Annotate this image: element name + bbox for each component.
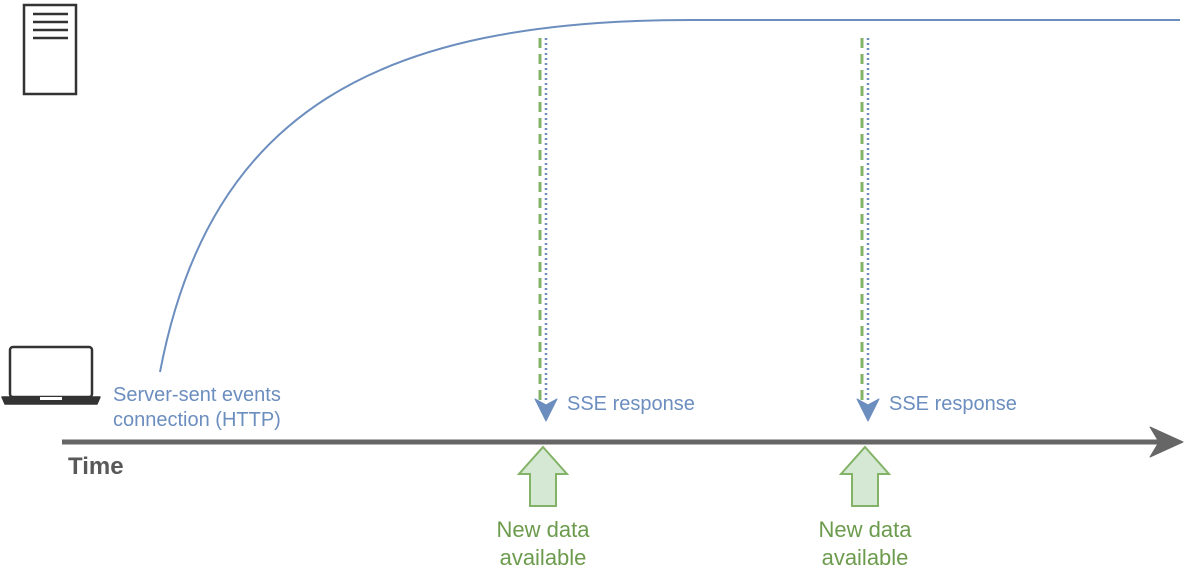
sse-response-arrowhead [856, 398, 880, 422]
server-icon [22, 3, 78, 96]
sse-response-label: SSE response [889, 393, 1017, 415]
connection-label-line2: connection (HTTP) [113, 409, 281, 431]
laptop-icon [1, 345, 101, 405]
event-1: SSE response New data available [497, 38, 695, 570]
time-axis: Time [62, 426, 1184, 480]
sse-response-arrowhead [534, 398, 558, 422]
new-data-label-line1: New data [819, 517, 913, 542]
new-data-up-arrow-icon [838, 445, 892, 507]
connection-label-line1: Server-sent events [113, 384, 281, 406]
event-2: SSE response New data available [819, 38, 1017, 570]
new-data-label-line1: New data [497, 517, 591, 542]
new-data-label-line2: available [822, 545, 909, 570]
time-axis-arrowhead [1149, 426, 1184, 458]
sse-connection-curve [159, 19, 1180, 373]
new-data-up-arrow-icon [516, 445, 570, 507]
time-axis-label: Time [68, 453, 124, 480]
new-data-label-line2: available [500, 545, 587, 570]
sse-response-label: SSE response [567, 393, 695, 415]
